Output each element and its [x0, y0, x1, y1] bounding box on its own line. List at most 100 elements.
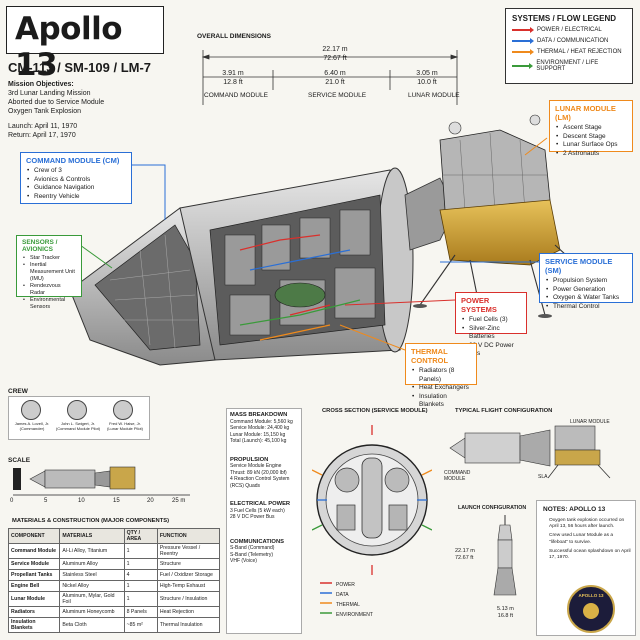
launch-stack-drawing [493, 515, 517, 596]
crew-member: Fred W. Haise, Jr.(Lunar Module Pilot) [101, 421, 149, 431]
cs-legend-label: POWER [336, 582, 355, 588]
sensors-callout: SENSORS / AVIONICS Star TrackerInertial … [16, 235, 82, 310]
callout-item: Heat Exchangers [412, 384, 471, 393]
flight-sla-label: SLA [538, 474, 548, 480]
crew-name: James A. Lovell, Jr. [14, 421, 50, 426]
callout-item: Environmental Sensors [23, 297, 76, 311]
table-cell: Lunar Module [7, 591, 61, 607]
service-module-shape [179, 167, 414, 361]
scale-tick: 0 [10, 498, 14, 504]
spec-item: Service Module: 24,400 kg [230, 425, 290, 431]
table-column-header: FUNCTION [156, 528, 221, 544]
mission-line: Aborted due to Service Module [8, 99, 105, 106]
cs-legend-label: DATA [336, 592, 349, 598]
environment-arrow-icon [512, 63, 534, 69]
mission-line: 3rd Lunar Landing Mission [8, 90, 91, 97]
sm-length-ft: 21.0 ft [325, 79, 345, 86]
cm-length-m: 3.91 m [222, 70, 244, 77]
spec-item: S-Band (Command) [230, 545, 275, 551]
table-cell: 1 [123, 580, 158, 592]
cross-section-drawing [312, 425, 432, 614]
avatar [113, 400, 133, 420]
mission-line: Oxygen Tank Explosion [8, 108, 82, 115]
flight-cm-label: COMMAND MODULE [444, 470, 471, 482]
launch-date: Launch: April 11, 1970 [8, 123, 78, 130]
scale-tick: 20 [147, 498, 154, 504]
launch-height: 22.17 m 72.67 ft [455, 548, 475, 562]
notes-heading: NOTES: APOLLO 13 [543, 506, 606, 513]
callout-item: Reentry Vehicle [27, 193, 126, 202]
thermal-control-callout: THERMAL CONTROL Radiators (8 Panels)Heat… [405, 343, 477, 408]
table-cell: 1 [123, 543, 158, 559]
subtitle: CM-113 / SM-109 / LM-7 [8, 60, 152, 75]
callout-title: SERVICE MODULE (SM) [545, 257, 613, 275]
propulsion-heading: PROPULSION [230, 456, 269, 463]
crew-role: (Commander) [19, 426, 45, 431]
legend-label: DATA / COMMUNICATION [537, 38, 609, 44]
cross-section-legend: POWER DATA THERMAL ENVIRONMENT [336, 580, 373, 620]
electrical-heading: ELECTRICAL POWER [230, 501, 291, 507]
note-item: Oxygen tank explosion occurred on April … [549, 518, 625, 530]
lm-length: 3.05 m 10.0 ft [407, 69, 447, 87]
launch-width-ft: 16.8 ft [497, 613, 514, 619]
callout-item: 2 Astronauts [556, 150, 627, 159]
legend-label: POWER / ELECTRICAL [537, 27, 602, 33]
cm-length-ft: 12.8 ft [223, 79, 243, 86]
table-cell: Aluminum Alloy [59, 558, 125, 570]
sm-length-m: 6.40 m [324, 70, 346, 77]
command-module-callout: COMMAND MODULE (CM) Crew of 3Avionics & … [20, 152, 132, 204]
legend-heading: SYSTEMS / FLOW LEGEND [512, 14, 617, 23]
data-arrow-icon [512, 38, 534, 44]
dimensions-heading: OVERALL DIMENSIONS [197, 33, 271, 40]
legend-item-power: POWER / ELECTRICAL [512, 27, 626, 33]
table-cell: Radiators [7, 606, 61, 618]
callout-item: Descent Stage [556, 133, 627, 142]
table-cell: Service Module [7, 558, 61, 570]
legend-label: THERMAL / HEAT REJECTION [537, 49, 622, 55]
crew-panel: James A. Lovell, Jr.(Commander) John L. … [8, 396, 150, 440]
patch-text: APOLLO 13 [578, 593, 604, 598]
table-cell: Aluminum, Mylar, Gold Foil [59, 591, 125, 607]
return-date: Return: April 17, 1970 [8, 132, 76, 139]
total-length: 22.17 m 72.67 ft [305, 45, 365, 63]
table-cell: Pressure Vessel / Reentry [156, 543, 221, 559]
callout-item: Insulation Blankets [412, 393, 471, 410]
table-cell: Fuel / Oxidizer Storage [156, 569, 221, 581]
table-cell: Propellant Tanks [7, 569, 61, 581]
systems-legend: SYSTEMS / FLOW LEGEND POWER / ELECTRICAL… [505, 8, 633, 84]
spec-item: Service Module Engine Thrust: 89 kN (20,… [230, 463, 287, 476]
table-cell: Thermal Insulation [156, 617, 221, 633]
table-cell: High-Temp Exhaust [156, 580, 221, 592]
flight-config-heading: TYPICAL FLIGHT CONFIGURATION [455, 408, 553, 414]
scale-tick: 15 [113, 498, 120, 504]
scale-tick: 5 [44, 498, 48, 504]
dimension-lines [201, 50, 459, 105]
table-cell: Aluminum Honeycomb [59, 606, 125, 618]
materials-heading: MATERIALS & CONSTRUCTION (MAJOR COMPONEN… [12, 518, 170, 524]
callout-item: Inertial Measurement Unit (IMU) [23, 262, 76, 283]
table-column-header: MATERIALS [59, 528, 125, 544]
spec-item: S-Band (Telemetry) [230, 551, 274, 558]
callout-item: Star Tracker [23, 255, 76, 262]
crew-role: (Lunar Module Pilot) [106, 426, 144, 431]
mass-heading: MASS BREAKDOWN [230, 412, 288, 418]
table-cell: Al-Li Alloy, Titanium [59, 543, 125, 559]
total-length-ft: 72.67 ft [323, 55, 347, 62]
table-column-header: QTY / AREA [123, 528, 158, 544]
callout-item: Oxygen & Water Tanks [546, 294, 627, 303]
launch-height-m: 22.17 m [455, 548, 475, 554]
launch-width: 5.13 m 16.8 ft [497, 606, 514, 620]
crew-member: John L. Swigert, Jr.(Command Module Pilo… [55, 421, 101, 431]
lm-dim-label: LUNAR MODULE [408, 92, 460, 99]
spec-item: VHF (Voice) [230, 558, 257, 564]
table-cell: 1 [123, 558, 158, 570]
callout-title: POWER SYSTEMS [461, 296, 497, 314]
callout-item: Rendezvous Radar [23, 283, 76, 297]
table-cell: Engine Bell [7, 580, 61, 592]
